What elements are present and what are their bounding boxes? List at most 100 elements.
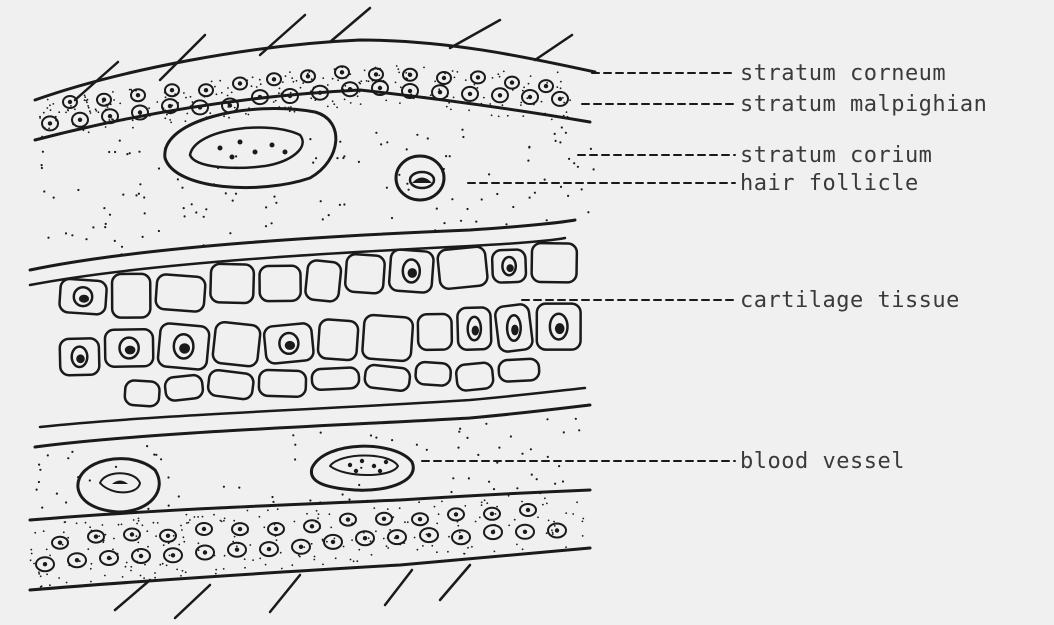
stipple-dot — [358, 161, 360, 163]
epithelial-nucleus — [203, 550, 207, 554]
stipple-dot — [177, 178, 179, 180]
stipple-dot — [359, 83, 361, 85]
stipple-dot — [560, 81, 562, 83]
stipple-dot — [215, 573, 217, 575]
stipple-dot — [154, 577, 156, 579]
stipple-dot — [88, 107, 90, 109]
stipple-dot — [224, 555, 226, 557]
stipple-dot — [221, 521, 223, 523]
label-stratum-corneum: stratum corneum — [740, 62, 946, 86]
stipple-dot — [118, 524, 120, 526]
stipple-dot — [434, 506, 436, 508]
stipple-dot — [55, 118, 57, 120]
stipple-dot — [67, 109, 69, 111]
stipple-dot — [39, 116, 41, 118]
epithelial-nucleus — [363, 536, 367, 540]
stipple-dot — [160, 458, 162, 460]
stipple-dot — [495, 513, 497, 515]
stipple-dot — [219, 80, 221, 82]
stipple-dot — [244, 558, 246, 560]
stipple-dot — [223, 115, 225, 117]
stipple-dot — [418, 501, 420, 503]
stipple-dot — [391, 217, 393, 219]
stipple-dot — [493, 529, 495, 531]
epithelial-nucleus — [274, 527, 278, 531]
epithelial-nucleus — [94, 534, 98, 538]
stipple-dot — [464, 505, 466, 507]
stipple-dot — [411, 96, 413, 98]
stipple-dot — [85, 238, 87, 240]
stipple-dot — [238, 542, 240, 544]
stipple-dot — [227, 106, 229, 108]
stipple-dot — [121, 524, 123, 526]
epithelial-nucleus — [202, 527, 206, 531]
stipple-dot — [521, 453, 523, 455]
stipple-dot — [47, 454, 49, 456]
stipple-dot — [531, 474, 533, 476]
stipple-dot — [259, 516, 261, 518]
stipple-dot — [164, 109, 166, 111]
stipple-dot — [407, 521, 409, 523]
stipple-dot — [77, 189, 79, 191]
stipple-dot — [197, 516, 199, 518]
stipple-dot — [350, 102, 352, 104]
epithelial-nucleus — [130, 532, 134, 536]
stipple-dot — [46, 107, 48, 109]
cartilage-cell — [210, 264, 254, 304]
stipple-dot — [565, 546, 567, 548]
stipple-dot — [587, 211, 589, 213]
stipple-dot — [312, 162, 314, 164]
stipple-dot — [553, 521, 555, 523]
stipple-dot — [123, 119, 125, 121]
stipple-dot — [181, 529, 183, 531]
stipple-dot — [105, 126, 107, 128]
stipple-dot — [378, 75, 380, 77]
stipple-dot — [360, 467, 362, 469]
stipple-dot — [458, 538, 460, 540]
stipple-dot — [205, 208, 207, 210]
stipple-dot — [426, 534, 428, 536]
stipple-dot — [419, 524, 421, 526]
cartilage-nucleus — [285, 341, 295, 350]
stipple-dot — [512, 89, 514, 91]
stipple-dot — [330, 527, 332, 529]
stipple-dot — [496, 506, 498, 508]
stipple-dot — [360, 80, 362, 82]
stipple-dot — [453, 97, 455, 99]
stipple-dot — [548, 520, 550, 522]
stipple-dot — [98, 535, 100, 537]
stipple-dot — [408, 73, 410, 75]
stipple-dot — [546, 82, 548, 84]
stipple-dot — [505, 223, 507, 225]
stipple-dot — [444, 73, 446, 75]
stipple-dot — [481, 501, 483, 503]
stipple-dot — [102, 541, 104, 543]
stipple-dot — [41, 507, 43, 509]
stipple-dot — [342, 157, 344, 159]
stipple-dot — [272, 501, 274, 503]
stipple-dot — [457, 447, 459, 449]
stipple-dot — [56, 493, 58, 495]
epithelial-nucleus — [378, 86, 382, 90]
stipple-dot — [188, 522, 190, 524]
stipple-dot — [528, 146, 530, 148]
stipple-dot — [246, 79, 248, 81]
stipple-dot — [232, 541, 234, 543]
stipple-dot — [48, 127, 50, 129]
stipple-dot — [332, 78, 334, 80]
stipple-dot — [341, 66, 343, 68]
stipple-dot — [386, 187, 388, 189]
stipple-dot — [375, 132, 377, 134]
stipple-dot — [271, 496, 273, 498]
stipple-dot — [244, 567, 246, 569]
epithelial-nucleus — [171, 553, 175, 557]
cartilage-cell — [124, 380, 160, 407]
stipple-dot — [309, 499, 311, 501]
stipple-dot — [113, 99, 115, 101]
stipple-dot — [232, 200, 234, 202]
stipple-dot — [139, 113, 141, 115]
epithelial-nucleus — [235, 548, 239, 552]
stipple-dot — [483, 97, 485, 99]
stipple-dot — [560, 186, 562, 188]
stipple-dot — [228, 117, 230, 119]
